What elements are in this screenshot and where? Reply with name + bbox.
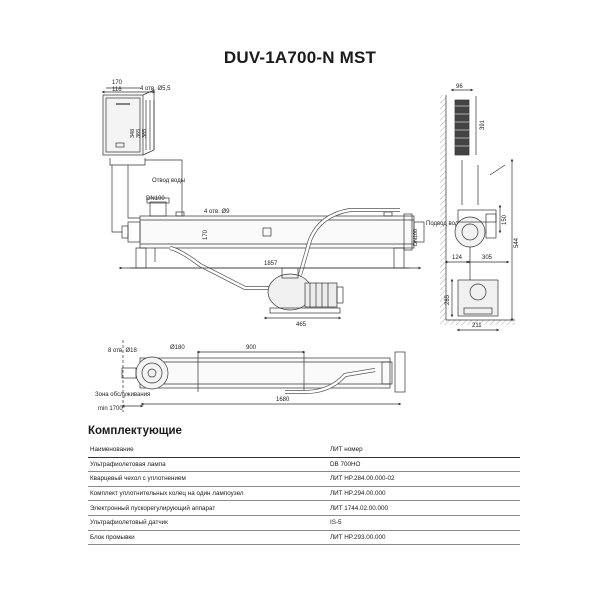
dim-end-544: 544 — [514, 237, 520, 248]
dim-end-391: 391 — [480, 119, 486, 130]
table-row: Кварцевый чехол с уплотнением ЛИТ HP.284… — [88, 471, 520, 487]
pump — [267, 267, 344, 314]
row-part: IS-5 — [328, 515, 520, 531]
dim-side-1857: 1857 — [264, 261, 278, 267]
page-title: DUV-1A700-N MST — [223, 48, 377, 67]
reactor-side-view — [121, 197, 425, 269]
dim-controller-inner: 116 — [112, 87, 122, 93]
label-plan-holes: 8 отв. Ø18 — [108, 348, 137, 354]
dim-end-124: 124 — [452, 255, 463, 261]
row-part: ЛИТ HP.294.00.000 — [328, 486, 520, 502]
label-water-outlet: Отвод воды — [152, 178, 185, 184]
label-controller-holes: 4 отв. Ø5,5 — [140, 86, 171, 92]
components-table: Наименование ЛИТ номер Ультрафиолетовая … — [88, 443, 520, 546]
row-part: ЛИТ 1744.02.00.000 — [328, 500, 520, 516]
table-row: Блок промывки ЛИТ HP.293.00.000 — [88, 530, 520, 546]
dim-controller-h1: 348 — [130, 129, 136, 138]
row-part: ЛИТ HP.293.00.000 — [328, 530, 520, 546]
row-name: Кварцевый чехол с уплотнением — [88, 471, 328, 487]
dim-end-285: 285 — [445, 294, 451, 305]
row-name: Комплект уплотнительных колец на один ла… — [88, 486, 328, 502]
dim-controller-h2: 365 — [136, 129, 142, 138]
label-service-zone: Зона обслуживания — [95, 392, 150, 398]
dim-dn-right: DN100 — [413, 229, 419, 246]
dim-plan-900: 900 — [246, 345, 257, 351]
dim-end-150: 150 — [502, 214, 508, 225]
dim-end-211: 211 — [472, 323, 482, 329]
table-row: Ультрафиолетовая лампа DB 700HO — [88, 457, 520, 473]
dim-end-96: 96 — [456, 84, 463, 90]
row-name: Ультрафиолетовый датчик — [88, 515, 328, 531]
table-header-row: Наименование ЛИТ номер — [88, 443, 520, 458]
components-title: Комплектующие — [88, 425, 182, 437]
row-part: ЛИТ HP.284.00.000-02 — [328, 471, 520, 487]
table-row: Комплект уплотнительных колец на один ла… — [88, 486, 520, 502]
row-name: Ультрафиолетовая лампа — [88, 457, 328, 473]
label-service-min: min 1700 — [98, 406, 123, 412]
dim-pump-465: 465 — [296, 322, 307, 328]
dim-plan-1680: 1680 — [276, 397, 290, 403]
header-part-number: ЛИТ номер — [328, 443, 520, 458]
dim-end-305: 305 — [482, 255, 493, 261]
dim-side-170: 170 — [203, 229, 209, 240]
row-name: Электронный пускорегулирующий аппарат — [88, 500, 328, 516]
dim-plan-180: Ø180 — [170, 345, 185, 351]
table-row: Электронный пускорегулирующий аппарат ЛИ… — [88, 500, 520, 516]
reactor-end-view — [440, 95, 515, 325]
dim-controller-h3: 385 — [142, 129, 148, 138]
header-name: Наименование — [88, 443, 328, 458]
row-part: DB 700HO — [328, 457, 520, 473]
technical-drawing: 170 116 4 отв. Ø5,5 348 365 385 — [95, 80, 520, 412]
control-cabinet — [101, 87, 156, 166]
dim-dn-top: DN100 — [146, 196, 165, 202]
label-side-holes: 4 отв. Ø9 — [204, 209, 230, 215]
table-row: Ультрафиолетовый датчик IS-5 — [88, 515, 520, 531]
row-name: Блок промывки — [88, 530, 328, 546]
dim-controller-width: 170 — [112, 80, 123, 86]
